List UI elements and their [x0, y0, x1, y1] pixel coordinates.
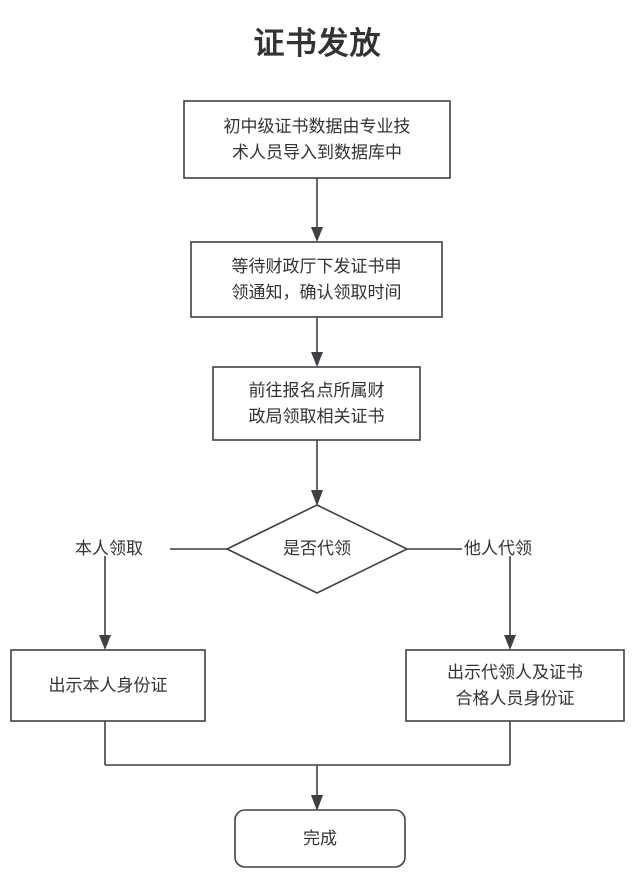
node-shape-n6[interactable]	[405, 649, 625, 722]
node-shape-n1[interactable]	[183, 100, 451, 179]
arrow-head-merge-n7	[311, 795, 323, 811]
node-shape-n7[interactable]	[234, 809, 406, 868]
node-shape-n4[interactable]	[225, 504, 409, 594]
page-title: 证书发放	[253, 26, 382, 61]
arrow-head-n2-n3	[311, 352, 323, 367]
edge-label-self-collection: 本人领取	[75, 539, 143, 558]
node-shape-n2[interactable]	[190, 241, 443, 318]
arrow-head-n4-n6	[504, 635, 516, 650]
node-shape-n3[interactable]	[212, 366, 421, 441]
node-shape-n5[interactable]	[10, 649, 206, 722]
arrow-head-n3-n4	[311, 490, 323, 506]
arrow-head-n4-n5	[99, 635, 111, 650]
edge-label-proxy-collection: 他人代领	[464, 539, 532, 558]
arrow-head-n1-n2	[311, 227, 323, 242]
